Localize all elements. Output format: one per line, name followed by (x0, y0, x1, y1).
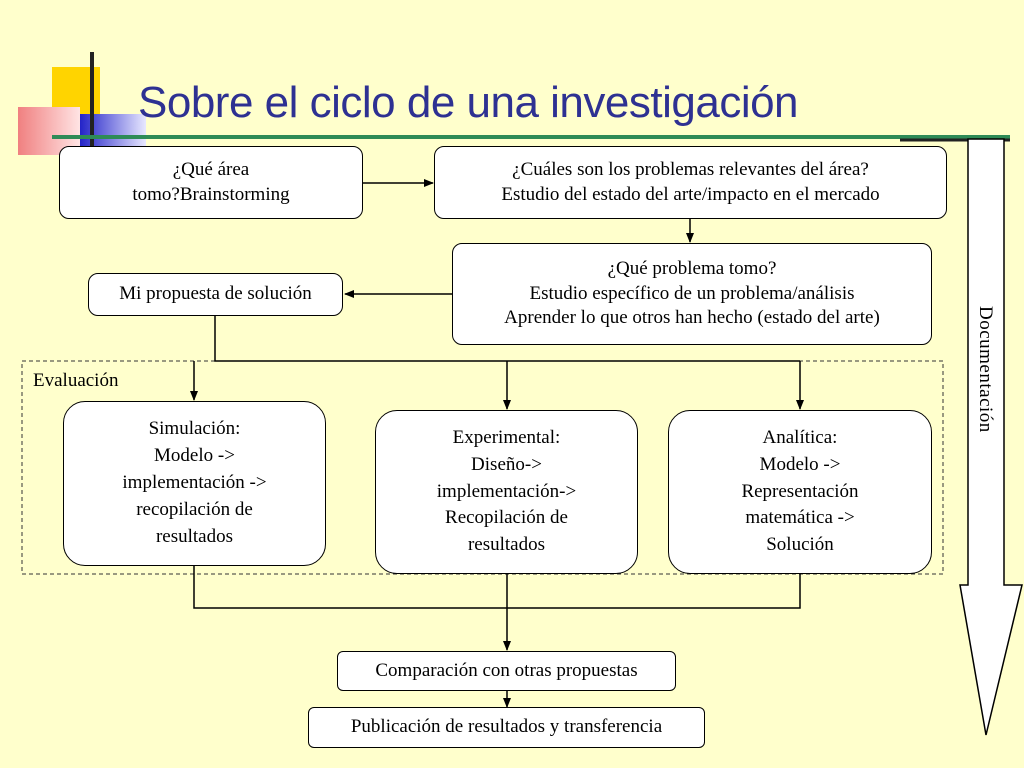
box-experimental-line: Diseño-> (471, 453, 542, 475)
box-comparacion-line: Comparación con otras propuestas (375, 659, 638, 681)
box-area-line: tomo?Brainstorming (132, 183, 290, 205)
box-experimental-line: resultados (467, 534, 546, 556)
box-problemas-line: Estudio del estado del arte/impacto en e… (501, 183, 880, 205)
box-simulacion: Simulación: Modelo -> implementación -> … (63, 401, 326, 566)
box-simulacion-line: Modelo -> (154, 445, 235, 467)
box-problema-line: Estudio específico de un problema/anális… (529, 282, 855, 304)
box-analitica-line: Modelo -> (759, 453, 841, 475)
box-publicacion-line: Publicación de resultados y transferenci… (350, 716, 663, 738)
deco-vertical-bar (90, 52, 94, 152)
box-analitica-line: matemática -> (745, 507, 855, 529)
box-simulacion-line: Simulación: (148, 418, 241, 440)
box-experimental-line: implementación-> (436, 480, 577, 502)
page-title: Sobre el ciclo de una investigación (138, 78, 799, 127)
box-problema-line: Aprender lo que otros han hecho (estado … (504, 307, 880, 329)
box-publicacion: Publicación de resultados y transferenci… (308, 707, 705, 748)
box-simulacion-line: resultados (155, 525, 234, 547)
connector-propuesta-split (214, 316, 800, 362)
box-propuesta-line: Mi propuesta de solución (119, 283, 312, 305)
box-analitica-line: Solución (766, 534, 834, 556)
documentation-label: Documentación (975, 306, 996, 433)
box-comparacion: Comparación con otras propuestas (337, 651, 676, 691)
box-analitica-line: Representación (741, 480, 859, 502)
box-experimental: Experimental: Diseño-> implementación-> … (375, 410, 638, 574)
box-problema-line: ¿Qué problema tomo? (607, 257, 777, 279)
connector-merge (193, 565, 801, 609)
box-propuesta: Mi propuesta de solución (88, 273, 343, 316)
box-area-line: ¿Qué área (172, 158, 250, 180)
documentation-arrow (959, 138, 1023, 736)
box-simulacion-line: implementación -> (122, 472, 267, 494)
box-problemas: ¿Cuáles son los problemas relevantes del… (434, 146, 947, 219)
box-experimental-line: Recopilación de (445, 507, 568, 529)
box-problemas-line: ¿Cuáles son los problemas relevantes del… (512, 158, 869, 180)
box-experimental-line: Experimental: (452, 426, 561, 448)
box-simulacion-line: recopilación de (136, 498, 253, 520)
evaluation-label: Evaluación (33, 370, 119, 391)
box-area: ¿Qué área tomo?Brainstorming (59, 146, 363, 219)
box-analitica: Analítica: Modelo -> Representación mate… (668, 410, 932, 574)
box-problema: ¿Qué problema tomo? Estudio específico d… (452, 243, 932, 345)
box-analitica-line: Analítica: (762, 426, 838, 448)
